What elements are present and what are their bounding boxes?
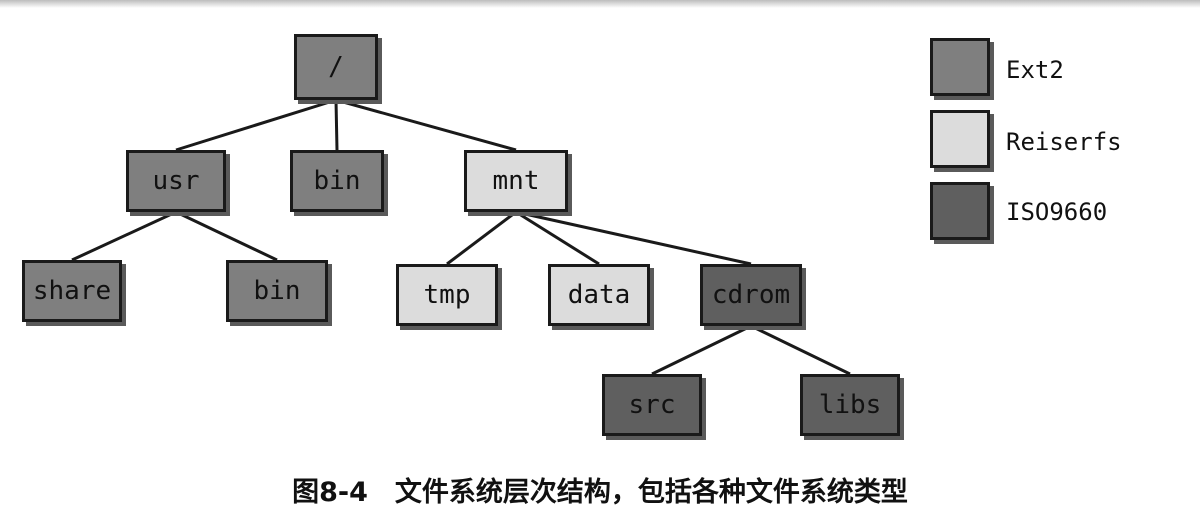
- edge-root-mnt: [335, 98, 517, 152]
- node-data: data: [548, 264, 650, 326]
- legend-swatch-ext2: [930, 38, 990, 96]
- edge-cdrom-libs: [750, 324, 851, 376]
- legend-label-ext2: Ext2: [1006, 56, 1064, 84]
- edge-root-bin1: [334, 99, 339, 151]
- legend-label-reiserfs: Reiserfs: [1006, 128, 1122, 156]
- node-label: bin: [253, 276, 301, 306]
- node-label: usr: [152, 166, 200, 196]
- node-cdrom: cdrom: [700, 264, 802, 326]
- node-root: /: [294, 34, 378, 100]
- node-label: cdrom: [711, 280, 791, 310]
- node-tmp: tmp: [396, 264, 498, 326]
- node-usr: usr: [126, 150, 226, 212]
- node-libs: libs: [800, 374, 900, 436]
- edge-cdrom-src: [651, 324, 752, 376]
- edge-usr-bin2: [175, 210, 278, 262]
- node-label: data: [567, 280, 631, 310]
- legend-label-iso9660: ISO9660: [1006, 198, 1108, 226]
- edge-usr-share: [71, 210, 177, 262]
- node-label: mnt: [492, 166, 540, 196]
- edge-mnt-cdrom: [515, 210, 752, 266]
- legend-swatch-iso9660: [930, 182, 990, 240]
- node-label: bin: [313, 166, 361, 196]
- node-label: tmp: [423, 280, 471, 310]
- edge-mnt-data: [515, 210, 600, 266]
- node-src: src: [602, 374, 702, 436]
- node-share: share: [22, 260, 122, 322]
- node-label: share: [32, 276, 112, 306]
- edge-mnt-tmp: [446, 210, 517, 266]
- figure-caption: 图8-4 文件系统层次结构，包括各种文件系统类型: [292, 477, 908, 508]
- node-bin1: bin: [290, 150, 384, 212]
- node-label: src: [628, 390, 676, 420]
- node-label: /: [328, 52, 344, 82]
- node-bin2: bin: [226, 260, 328, 322]
- node-label: libs: [818, 390, 882, 420]
- legend-swatch-reiserfs: [930, 110, 990, 168]
- edge-root-usr: [175, 98, 337, 152]
- node-mnt: mnt: [464, 150, 568, 212]
- page-top-strip: [0, 0, 1200, 8]
